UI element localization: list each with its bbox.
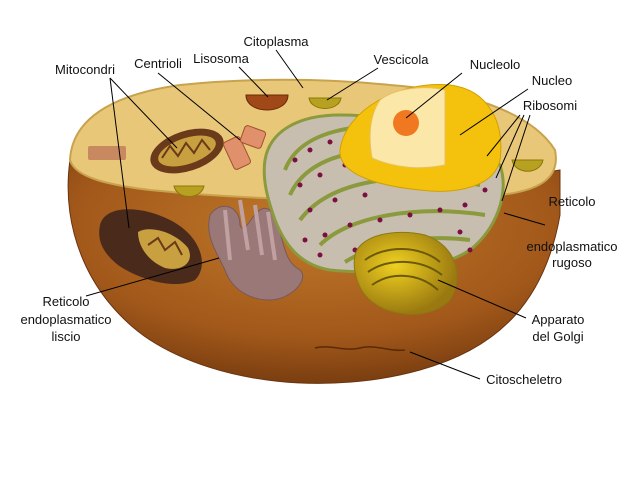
centrioles (222, 125, 267, 170)
cytoskeleton-fiber (314, 346, 406, 352)
label-vescicola: Vescicola (374, 52, 430, 67)
label-rer-line3: rugoso (552, 255, 592, 270)
mitochondrion-side (99, 209, 202, 285)
leader-lines (85, 49, 546, 380)
label-lisosoma: Lisosoma (193, 51, 249, 66)
label-mitocondri: Mitocondri (55, 62, 115, 77)
membrane-patch (88, 146, 126, 160)
nucleolus (393, 110, 419, 136)
golgi-cisternae (364, 248, 443, 291)
lysosome (245, 94, 289, 111)
label-golgi-line2: del Golgi (532, 329, 583, 344)
label-ribosomi: Ribosomi (523, 98, 577, 113)
label-rer-line1: Reticolo (549, 194, 596, 209)
vesicle-small-left (173, 185, 205, 197)
label-ser-line1: Reticolo (43, 294, 90, 309)
label-citoplasma: Citoplasma (243, 34, 309, 49)
label-nucleolo: Nucleolo (470, 57, 521, 72)
label-centrioli: Centrioli (134, 56, 182, 71)
label-rer-line2: endoplasmatico (526, 239, 617, 254)
label-citoscheletro: Citoscheletro (486, 372, 562, 387)
label-nucleo: Nucleo (532, 73, 572, 88)
label-golgi-line1: Apparato (532, 312, 585, 327)
label-ser-line3: liscio (52, 329, 81, 344)
label-ser-line2: endoplasmatico (20, 312, 111, 327)
vesicle (308, 97, 342, 109)
smooth-er-tubules (223, 199, 277, 261)
